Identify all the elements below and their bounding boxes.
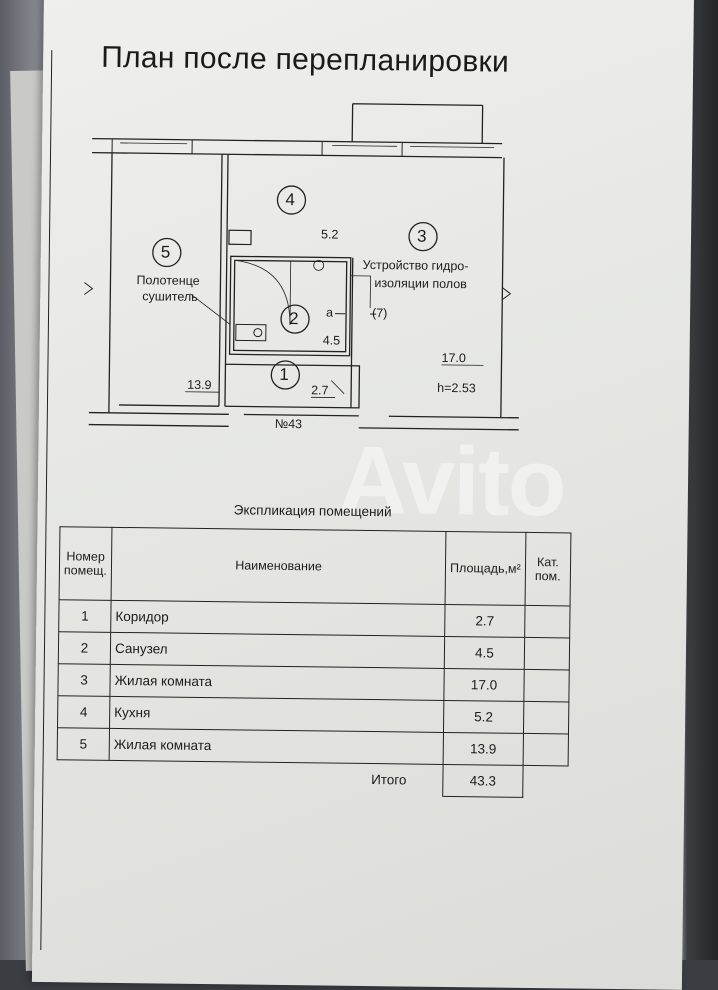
row-area: 13.9 [443, 732, 524, 766]
header-category-line2: пом. [534, 569, 561, 584]
marker-a: a [326, 305, 334, 320]
row-name: Кухня [109, 696, 444, 733]
row-name: Жилая комната [109, 728, 444, 765]
floor-plan [84, 103, 519, 431]
header-number-line2: помещ. [63, 563, 108, 578]
row-name: Коридор [110, 600, 446, 637]
row-area: 5.2 [443, 700, 524, 734]
room-area-3: 17.0 [441, 350, 466, 366]
room-number-1: 1 [279, 364, 289, 385]
row-category [523, 701, 569, 734]
waterproofing-label-line1: Устройство гидро- [362, 257, 469, 274]
row-number: 1 [58, 599, 112, 633]
row-category [524, 605, 571, 638]
explication-caption: Экспликация помещений [233, 502, 392, 520]
room-number-5: 5 [160, 242, 171, 262]
row-number: 2 [58, 631, 111, 665]
row-area: 4.5 [444, 636, 525, 670]
total-category-spacer [522, 765, 568, 798]
ceiling-height: h=2.53 [437, 380, 476, 396]
room-number-4: 4 [285, 189, 296, 210]
room-area-4: 5.2 [320, 227, 339, 242]
row-number: 4 [57, 695, 110, 729]
row-number: 3 [57, 663, 111, 697]
header-name: Наименование [111, 527, 447, 605]
total-value: 43.3 [442, 764, 523, 798]
total-spacer [57, 760, 109, 793]
room-number-2: 2 [288, 309, 299, 329]
room-area-5: 13.9 [187, 377, 212, 393]
row-name: Жилая комната [109, 664, 445, 701]
room-area-2: 4.5 [322, 333, 341, 348]
avito-watermark: Avito [337, 426, 566, 537]
row-category [524, 637, 570, 670]
row-name: Санузел [110, 632, 445, 669]
header-category: Кат. пом. [524, 532, 571, 606]
waterproofing-label-line2: изоляции полов [374, 276, 467, 292]
row-area: 2.7 [444, 604, 525, 638]
towel-dryer-label-line2: сушитель [142, 289, 198, 304]
apartment-number: №43 [274, 416, 303, 432]
total-label: Итого [108, 760, 444, 797]
towel-dryer-label-line1: Полотенце [136, 273, 200, 288]
document-sheet: План после перепланировки [31, 0, 694, 990]
marker-7: (7) [372, 306, 388, 321]
header-number: Номер помещ. [59, 526, 112, 601]
header-area: Площадь,м² [445, 531, 526, 606]
row-area: 17.0 [443, 668, 525, 702]
explication-table: Номер помещ. Наименование Площадь,м² Кат… [56, 526, 571, 798]
room-number-3: 3 [416, 226, 427, 246]
row-category [522, 733, 569, 766]
row-category [523, 669, 570, 702]
table-total-row: Итого 43.3 [57, 760, 568, 798]
header-category-line1: Кат. [536, 555, 559, 570]
header-number-line1: Номер [66, 549, 105, 564]
row-number: 5 [57, 727, 110, 761]
room-area-1: 2.7 [311, 383, 329, 398]
table-header-row: Номер помещ. Наименование Площадь,м² Кат… [59, 526, 571, 606]
